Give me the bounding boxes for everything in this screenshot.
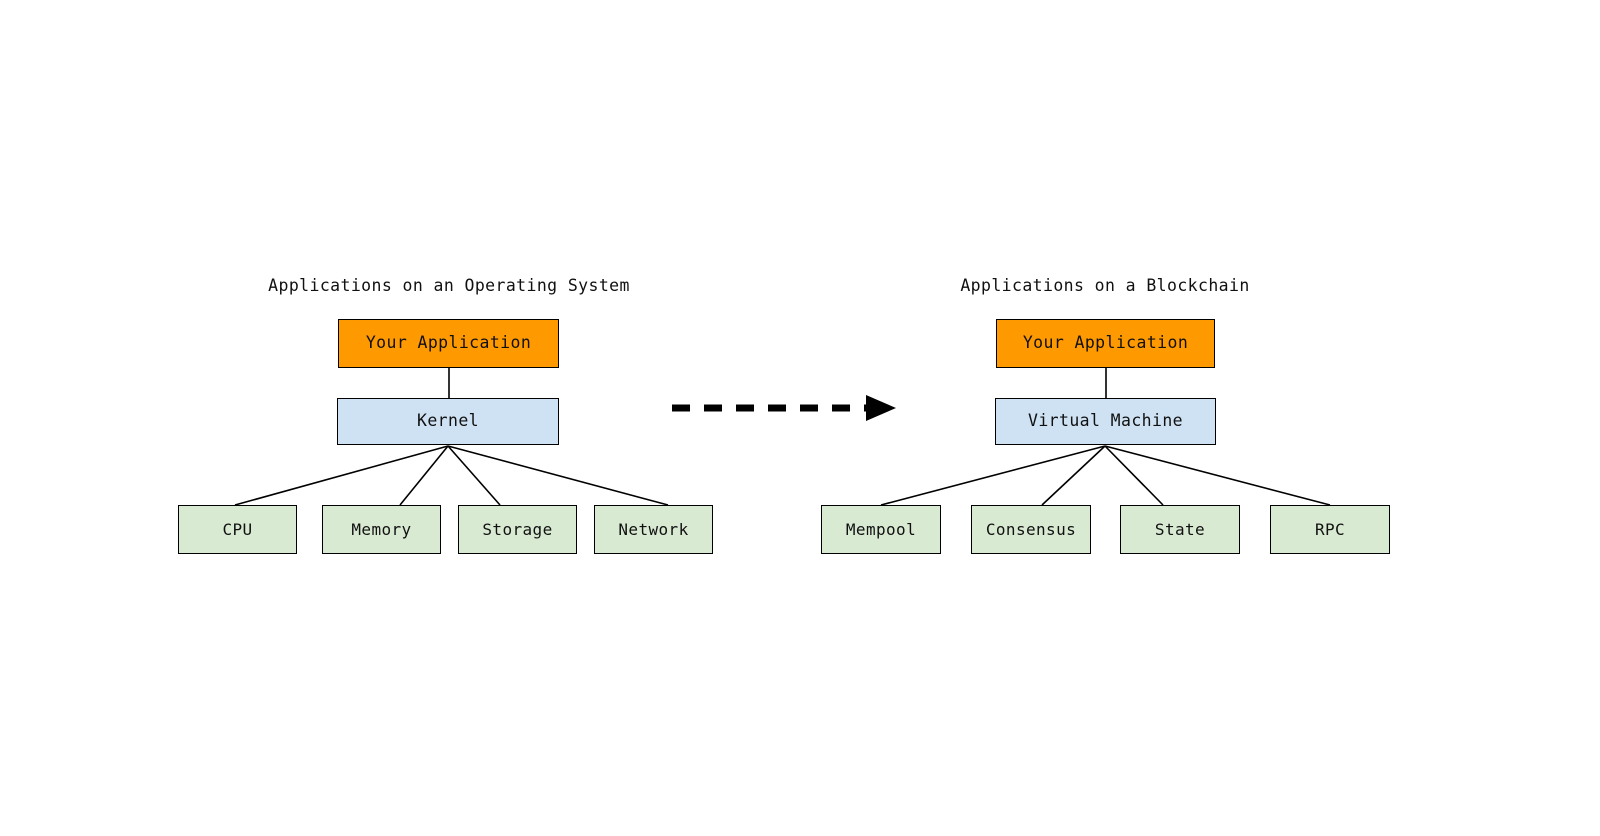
edge-vm-to-state (1104, 445, 1164, 506)
node-label: RPC (1314, 519, 1346, 539)
node-rpc[interactable]: RPC (1270, 505, 1390, 554)
node-your-application-blockchain[interactable]: Your Application (996, 319, 1215, 368)
node-label: CPU (222, 519, 253, 539)
node-label: Storage (482, 519, 553, 539)
node-cpu[interactable]: CPU (178, 505, 297, 554)
edge-kernel-to-network (447, 445, 669, 506)
node-label: State (1154, 519, 1206, 539)
edge-vm-to-mempool (880, 445, 1106, 506)
group-title-operating-system: Applications on an Operating System (268, 276, 630, 295)
node-memory[interactable]: Memory (322, 505, 441, 554)
node-your-application-os[interactable]: Your Application (338, 319, 559, 368)
node-storage[interactable]: Storage (458, 505, 577, 554)
node-state[interactable]: State (1120, 505, 1240, 554)
node-label: Consensus (985, 519, 1077, 539)
node-label: Memory (351, 519, 412, 539)
node-consensus[interactable]: Consensus (971, 505, 1091, 554)
node-label: Mempool (845, 519, 917, 539)
node-label: Your Application (1022, 333, 1189, 353)
edge-kernel-to-cpu (234, 445, 449, 506)
node-label: Virtual Machine (1027, 411, 1183, 431)
node-label: Network (618, 519, 689, 539)
group-title-blockchain: Applications on a Blockchain (960, 276, 1250, 295)
edge-vm-to-consensus (1041, 445, 1106, 506)
transition-arrow-head (866, 395, 896, 421)
node-mempool[interactable]: Mempool (821, 505, 941, 554)
node-kernel[interactable]: Kernel (337, 398, 559, 445)
transition-arrow (672, 395, 896, 421)
edge-kernel-to-memory (399, 445, 449, 506)
edge-kernel-to-storage (447, 445, 501, 506)
node-virtual-machine[interactable]: Virtual Machine (995, 398, 1216, 445)
edge-vm-to-rpc (1104, 445, 1331, 506)
node-network[interactable]: Network (594, 505, 713, 554)
node-label: Kernel (416, 411, 479, 431)
node-label: Your Application (365, 333, 532, 353)
